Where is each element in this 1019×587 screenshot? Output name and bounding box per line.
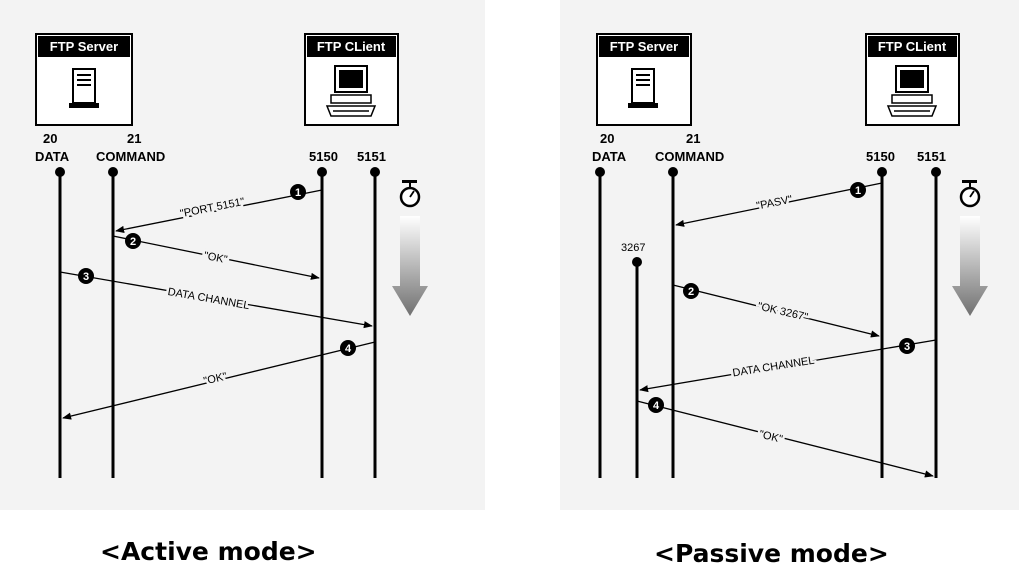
passive-step-1-number: 1 (855, 185, 861, 197)
active-lifelines (55, 167, 380, 478)
active-port-command-name: COMMAND (96, 149, 165, 164)
passive-message-2: 2 "OK 3267" (672, 283, 880, 338)
active-step-1-number: 1 (295, 187, 301, 199)
computer-icon (886, 65, 938, 117)
active-port-5150: 5150 (309, 149, 338, 164)
active-server-box: FTP Server (35, 33, 133, 126)
passive-client-box: FTP CLient (865, 33, 960, 126)
passive-mode-caption: <Passive mode> (654, 539, 889, 568)
passive-step-3-number: 3 (904, 341, 910, 353)
active-step-3-label: DATA CHANNEL (167, 286, 251, 312)
passive-diagram: FTP Server FTP CLient 20 DATA 21 (592, 33, 988, 478)
passive-step-3-label: DATA CHANNEL (732, 355, 816, 380)
active-message-4: 4 "OK" (62, 340, 376, 420)
passive-port-command-name: COMMAND (655, 149, 724, 164)
active-port-data-number: 20 (43, 131, 57, 146)
active-port-command-number: 21 (127, 131, 141, 146)
passive-lifelines (595, 167, 941, 478)
passive-server-label: FTP Server (610, 39, 678, 54)
passive-step-1-label: "PASV" (755, 194, 793, 213)
passive-message-3: 3 DATA CHANNEL (639, 338, 937, 393)
computer-icon (325, 65, 377, 117)
server-icon (69, 68, 99, 108)
passive-server-box: FTP Server (596, 33, 692, 126)
passive-step-4-label: "OK" (758, 428, 784, 445)
passive-port-5150: 5150 (866, 149, 895, 164)
active-client-label: FTP CLient (317, 39, 386, 54)
active-message-3: 3 DATA CHANNEL (59, 268, 373, 329)
passive-port-command-number: 21 (686, 131, 700, 146)
active-step-3-number: 3 (83, 271, 89, 283)
passive-step-2-number: 2 (688, 286, 694, 298)
passive-port-data-name: DATA (592, 149, 627, 164)
passive-step-2-label: "OK 3267" (756, 300, 809, 323)
down-arrow-icon (952, 216, 988, 316)
active-server-label: FTP Server (50, 39, 118, 54)
active-step-2-number: 2 (130, 236, 136, 248)
active-mode-caption: <Active mode> (100, 537, 317, 566)
down-arrow-icon (392, 216, 428, 316)
passive-message-1: 1 "PASV" (675, 182, 883, 227)
passive-port-data-number: 20 (600, 131, 614, 146)
stopwatch-icon (959, 180, 981, 208)
active-message-2: 2 "OK" (112, 233, 320, 280)
passive-port-3267: 3267 (621, 242, 645, 254)
active-step-4-number: 4 (345, 343, 352, 355)
passive-message-4: 4 "OK" (636, 397, 934, 478)
active-step-2-label: "OK" (203, 250, 229, 266)
active-port-data-name: DATA (35, 149, 70, 164)
passive-step-4-number: 4 (653, 400, 660, 412)
active-message-1: 1 "PORT 5151" (115, 184, 323, 233)
passive-port-5151: 5151 (917, 149, 946, 164)
server-icon (628, 68, 658, 108)
stopwatch-icon (399, 180, 421, 208)
passive-client-label: FTP CLient (878, 39, 947, 54)
active-diagram: FTP Server FTP CLient 20 DAT (35, 33, 428, 478)
active-step-4-label: "OK" (202, 371, 228, 388)
active-port-5151: 5151 (357, 149, 386, 164)
active-step-1-label: "PORT 5151" (179, 196, 246, 220)
active-client-box: FTP CLient (304, 33, 399, 126)
